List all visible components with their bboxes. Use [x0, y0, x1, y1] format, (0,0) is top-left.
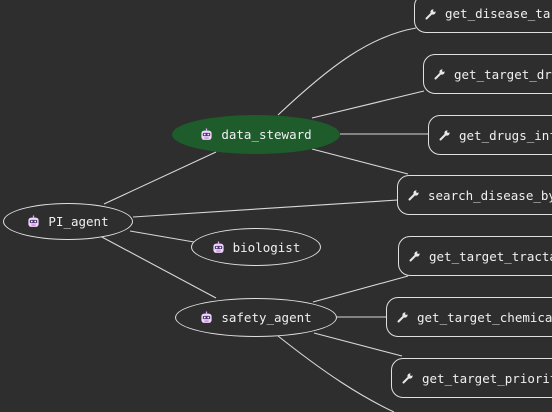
data-steward-label: data_steward: [221, 127, 312, 142]
tool-label: get_target_prioritization: [422, 370, 552, 386]
edge-safety-offscreen: [277, 335, 395, 412]
edge-safety-get-tractability: [312, 275, 409, 303]
tool-get-target-chemical-probes[interactable]: get_target_chemical_probes: [386, 297, 552, 337]
tool-label: search_disease_by_name: [428, 187, 552, 203]
tool-search-disease-by-name[interactable]: search_disease_by_name: [397, 175, 552, 215]
tool-get-target-drugs[interactable]: get_target_drugs: [423, 54, 552, 94]
tool-label: get_disease_targets: [445, 6, 552, 21]
robot-icon: [28, 215, 39, 227]
wrench-icon: [409, 251, 420, 262]
wrench-icon: [434, 69, 445, 80]
wrench-icon: [425, 8, 436, 19]
biologist-node[interactable]: biologist: [191, 228, 321, 266]
edge-steward-get-disease-targets: [277, 27, 417, 116]
edge-steward-get-target-drugs: [311, 90, 425, 119]
data-steward-node[interactable]: data_steward: [172, 115, 340, 154]
biologist-label: biologist: [232, 239, 301, 255]
robot-icon: [201, 128, 212, 140]
safety-agent-node[interactable]: safety_agent: [175, 298, 337, 337]
pi-agent-label: PI_agent: [48, 214, 109, 229]
tool-label: get_target_drugs: [454, 66, 552, 82]
wrench-icon: [408, 190, 419, 201]
robot-icon: [213, 240, 224, 253]
pi-agent-node[interactable]: PI_agent: [3, 203, 133, 240]
edge-pi-search-disease: [132, 199, 399, 218]
edge-pi-biologist: [129, 230, 195, 243]
tool-get-disease-targets[interactable]: get_disease_targets: [414, 0, 552, 33]
tool-get-drugs-info[interactable]: get_drugs_info: [428, 115, 552, 155]
edge-steward-search-disease: [311, 148, 409, 175]
tool-get-target-prioritization[interactable]: get_target_prioritization: [391, 358, 552, 398]
robot-icon: [201, 311, 212, 323]
tool-label: get_target_tractability: [429, 248, 552, 264]
tool-label: get_drugs_info: [459, 127, 552, 143]
wrench-icon: [397, 312, 408, 323]
wrench-icon: [439, 130, 450, 141]
safety-agent-label: safety_agent: [221, 310, 312, 325]
edge-pi-data-steward: [103, 151, 217, 205]
wrench-icon: [402, 373, 413, 384]
edge-pi-safety-agent: [99, 235, 217, 299]
tool-label: get_target_chemical_probes: [417, 309, 552, 325]
tool-get-target-tractability[interactable]: get_target_tractability: [398, 236, 552, 276]
edge-safety-get-prioritization: [313, 332, 403, 357]
